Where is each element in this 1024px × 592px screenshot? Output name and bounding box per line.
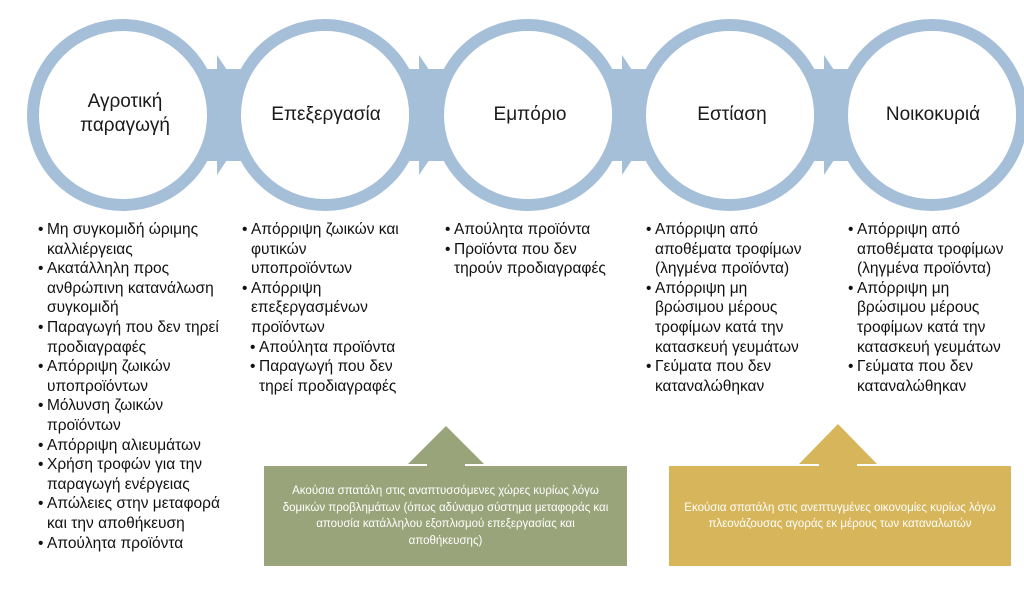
note-involuntary-waste: Ακούσια σπατάλη στις αναπτυσσόμενες χώρε… [264,466,627,566]
circle-inner [241,31,409,199]
column-processing: Απόρριψη ζωικών και φυτικών υποπροϊόντων… [242,220,410,396]
list-item: Απόρριψη από αποθέματα τροφίμων (ληγμένα… [848,220,1016,279]
stage-label-households: Νοικοκυριά [885,104,981,125]
list-item: Χρήση τροφών για την παραγωγή ενέργειας [38,455,228,494]
arrow-right-icon [622,55,662,175]
list-item: Απόρριψη ζωικών υποπροϊόντων [38,357,228,396]
list-item: Μη συγκομιδή ώριμης καλλιέργειας [38,220,228,259]
stage-label-food-service: Εστίαση [697,104,767,125]
arrow-right-icon [217,55,257,175]
note-involuntary-waste-text: Ακούσια σπατάλη στις αναπτυσσόμενες χώρε… [282,485,609,547]
list-item: Απόρριψη μη βρώσιμου μέρους τροφίμων κατ… [848,279,1016,357]
up-arrow-icon [799,424,877,470]
column-agricultural-production: Μη συγκομιδή ώριμης καλλιέργειαςΑκατάλλη… [38,220,228,553]
circle-inner [646,31,814,199]
note-voluntary-waste-text: Εκούσια σπατάλη στις ανεπτυγμένες οικονο… [684,501,996,531]
circle-inner [848,31,1016,199]
up-arrow-icon [408,426,484,470]
list-item: Γεύματα που δεν καταναλώθηκαν [848,357,1016,396]
list-item: Απόρριψη από αποθέματα τροφίμων (ληγμένα… [646,220,814,279]
list-item: Προϊόντα που δεν τηρούν προδιαγραφές [445,240,615,279]
stage-label-agricultural-production: Αγροτική παραγωγή [79,91,171,136]
list-item: Απούλητα προϊόντα [38,534,228,554]
circle-inner [444,31,612,199]
arrow-right-icon [824,55,864,175]
list-item: Απόρριψη μη βρώσιμου μέρους τροφίμων κατ… [646,279,814,357]
column-households: Απόρριψη από αποθέματα τροφίμων (ληγμένα… [848,220,1016,396]
stage-label-processing: Επεξεργασία [271,104,381,125]
list-item: Μόλυνση ζωικών προϊόντων [38,396,228,435]
arrow-right-icon [419,55,460,175]
list-item: Απόρριψη ζωικών και φυτικών υποπροϊόντων [242,220,410,279]
list-item: Παραγωγή που δεν τηρεί προδιαγραφές [38,318,228,357]
list-item: Παραγωγή που δεν τηρεί προδιαγραφές [250,357,410,396]
note-voluntary-waste: Εκούσια σπατάλη στις ανεπτυγμένες οικονο… [669,466,1011,566]
circle-agricultural-production [27,19,219,211]
list-item: Απόρριψη επεξεργασμένων προϊόντων [242,279,410,338]
list-item: Απώλειες στην μεταφορά και την αποθήκευσ… [38,494,228,533]
column-food-service: Απόρριψη από αποθέματα τροφίμων (ληγμένα… [646,220,814,396]
list-item: Απούλητα προϊόντα [445,220,615,240]
list-item: Απόρριψη αλιευμάτων [38,436,228,456]
column-retail: Απούλητα προϊόνταΠροϊόντα που δεν τηρούν… [445,220,615,279]
list-item: Απούλητα προϊόντα [250,338,410,358]
stage-label-retail: Εμπόριο [493,104,567,125]
list-item: Ακατάλληλη προς ανθρώπινη κατανάλωση συγ… [38,259,228,318]
list-item: Γεύματα που δεν καταναλώθηκαν [646,357,814,396]
